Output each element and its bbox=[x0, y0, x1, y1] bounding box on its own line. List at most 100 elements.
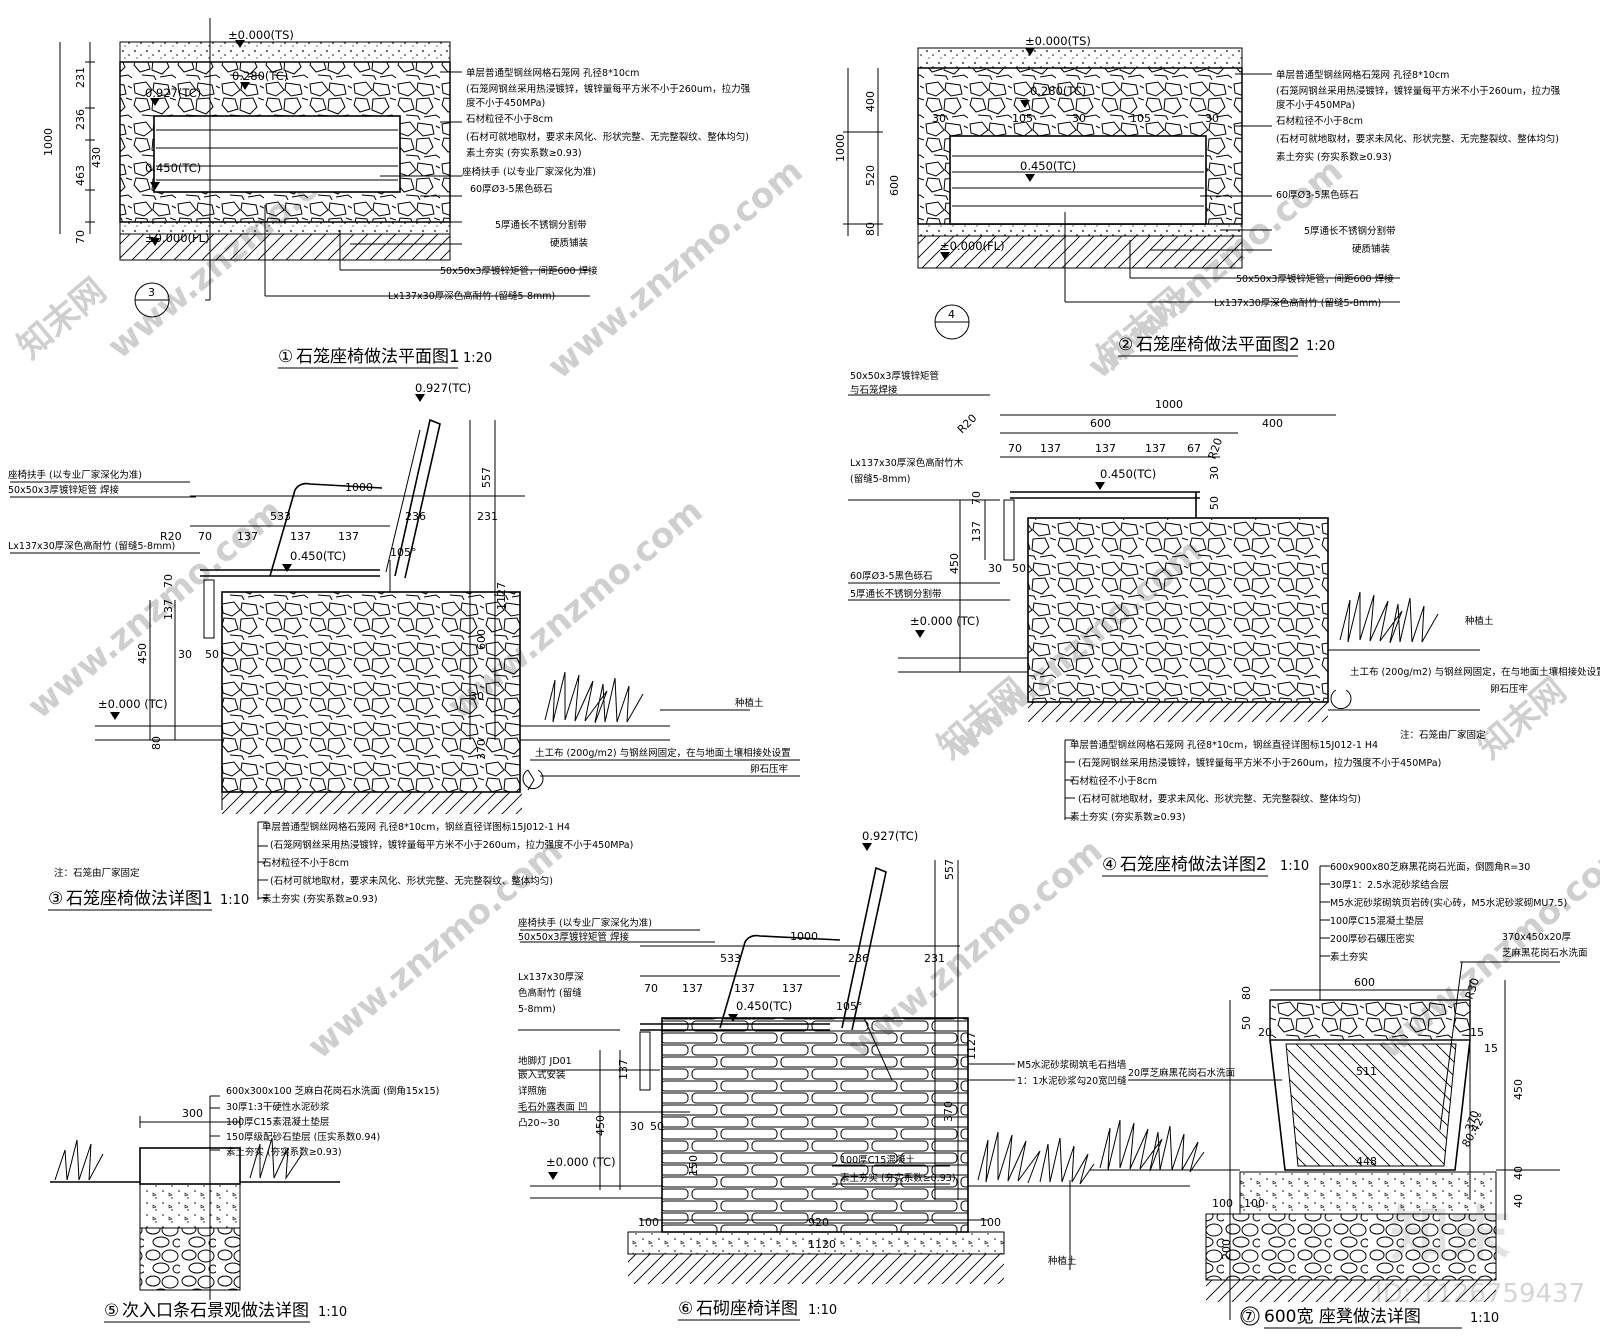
d3-bottom-note: (石材可就地取材，要求未风化、形状完整、无完整裂纹、整体均匀) bbox=[270, 875, 553, 887]
d4-dim: 30 bbox=[1208, 466, 1221, 480]
drawing-5-detail: 300 600x300x100 芝麻白花岗石水洗面 (倒角15x15) 30厚1… bbox=[50, 1085, 439, 1323]
d4-bottom-note: (石笼网钢丝采用热浸镀锌，镀锌量每平方米不小于260um，拉力强度不小于450M… bbox=[1078, 757, 1441, 769]
d1-dim: 70 bbox=[74, 230, 87, 244]
d6-dim: 105° bbox=[836, 1000, 863, 1013]
d7-note: 芝麻黑花岗石水洗面 bbox=[1502, 947, 1588, 959]
d1-note: 度不小于450MPa) bbox=[466, 97, 545, 109]
d3-title: 石笼座椅做法详图1 bbox=[66, 889, 213, 909]
d6-level: ±0.000 (TC) bbox=[546, 1155, 616, 1169]
d1-title: 石笼座椅做法平面图1 bbox=[296, 347, 460, 367]
d1-dim: 231 bbox=[74, 67, 87, 88]
d7-note: M5水泥砂浆砌筑页岩砖(实心砖，M5水泥砂浆砌MU7.5) bbox=[1330, 897, 1567, 909]
d4-left-note: (留缝5-8mm) bbox=[850, 473, 910, 485]
d3-level: 0.450(TC) bbox=[290, 549, 346, 563]
d1-note: 5厚通长不锈钢分割带 bbox=[495, 219, 587, 231]
d1-num: ① bbox=[278, 347, 293, 367]
d5-note: 素土夯实 (夯实系数≥0.93) bbox=[226, 1146, 342, 1158]
d4-dim: 30 bbox=[988, 562, 1002, 575]
d2-dim: 105 bbox=[1130, 112, 1151, 125]
watermark-brand: 知末网 bbox=[10, 271, 114, 367]
d3-bottom-note: 单层普通型钢丝网格石笼网 孔径8*10cm，钢丝直径详图标15J012-1 H4 bbox=[262, 821, 570, 833]
d1-note: 座椅扶手 (以专业厂家深化为准) bbox=[462, 166, 596, 178]
d2-dim: 30 bbox=[1072, 112, 1086, 125]
d4-dim: 50 bbox=[1012, 562, 1026, 575]
d6-dim: 70 bbox=[644, 982, 658, 995]
d3-bottom-note: (石笼网钢丝采用热浸镀锌，镀锌量每平方米不小于260um，拉力强度不小于450M… bbox=[270, 839, 633, 851]
d7-dim: 15 bbox=[1484, 1042, 1498, 1055]
d5-num: ⑤ bbox=[104, 1301, 119, 1321]
d5-note: 30厚1:3干硬性水泥砂浆 bbox=[226, 1101, 330, 1113]
d3-right-note: 土工布 (200g/m2) 与钢丝网固定，在与地面土壤相接处设置 bbox=[535, 747, 791, 759]
d2-dim: 80 bbox=[864, 222, 877, 236]
d7-dim: 448 bbox=[1356, 1155, 1377, 1168]
d2-level: ±0.000(TS) bbox=[1025, 34, 1091, 48]
d3-level: ±0.000 (TC) bbox=[98, 697, 168, 711]
d6-dim: 920 bbox=[808, 1216, 829, 1229]
d1-level: 0.450(TC) bbox=[145, 161, 201, 175]
drawing-3-detail: 0.927(TC) 0.450(TC) ±0.000 (TC) 1000 533… bbox=[8, 381, 800, 911]
d4-right-note: 注：石笼由厂家固定 bbox=[1400, 729, 1486, 741]
d3-num: ③ bbox=[48, 889, 63, 909]
d2-dim: 400 bbox=[864, 91, 877, 112]
d3-dim: 30 bbox=[470, 690, 484, 703]
d1-note: 石材粒径不小于8cm bbox=[466, 113, 553, 125]
drawing-4-detail: 0.450(TC) ±0.000 (TC) 1000 600 400 70 13… bbox=[848, 370, 1600, 877]
d2-level: 0.450(TC) bbox=[1020, 159, 1076, 173]
d3-right-note: 卵石压牢 bbox=[750, 763, 788, 775]
d7-dim: 600 bbox=[1354, 976, 1375, 989]
d1-note: Lx137x30厚深色高耐竹 (留缝5-8mm) bbox=[388, 290, 555, 302]
d4-num: ④ bbox=[1102, 855, 1117, 875]
d4-left-note: 5厚通长不锈钢分割带 bbox=[850, 588, 942, 600]
d2-note: (石笼网钢丝采用热浸镀锌，镀锌量每平方米不小于260um，拉力强 bbox=[1276, 85, 1561, 97]
d1-note: 50x50x3厚镀锌矩管，间距600 焊接 bbox=[440, 265, 598, 277]
d6-left-note: 地脚灯 JD01 bbox=[518, 1055, 572, 1067]
d5-note: 150厚级配砂石垫层 (压实系数0.94) bbox=[226, 1131, 380, 1143]
d2-dim: 105 bbox=[1012, 112, 1033, 125]
watermark-brand: 知末网 bbox=[1090, 281, 1194, 377]
d1-section-mark: 3 bbox=[148, 286, 155, 299]
d6-dim: 137 bbox=[682, 982, 703, 995]
d3-dim: 105° bbox=[390, 546, 417, 559]
d3-left-note: 座椅扶手 (以专业厂家深化为准) bbox=[8, 469, 142, 481]
d3-level: 0.927(TC) bbox=[415, 381, 471, 395]
d6-dim: 557 bbox=[943, 859, 956, 880]
d4-left-note: 60厚Ø3-5黑色砾石 bbox=[850, 570, 933, 582]
d4-dim: 137 bbox=[1040, 442, 1061, 455]
d7-dim: 80.42° bbox=[1459, 1111, 1489, 1150]
d7-dim: 100 bbox=[1244, 1197, 1265, 1210]
d3-scale: 1:10 bbox=[220, 893, 249, 908]
d3-dim: 236 bbox=[405, 510, 426, 523]
d1-dim: 463 bbox=[74, 165, 87, 186]
d4-left-note: 与石笼焊接 bbox=[850, 384, 898, 396]
d2-note: 单层普通型钢丝网格石笼网 孔径8*10cm bbox=[1276, 69, 1449, 81]
d3-right-note: 种植土 bbox=[735, 697, 764, 709]
d4-dim: 137 bbox=[970, 521, 983, 542]
d5-scale: 1:10 bbox=[318, 1305, 347, 1320]
d3-dim: 450 bbox=[136, 643, 149, 664]
d1-note: 60厚Ø3-5黑色砾石 bbox=[470, 183, 553, 195]
d3-dim: 137 bbox=[290, 530, 311, 543]
d4-scale: 1:10 bbox=[1280, 859, 1309, 874]
d7-note: 200厚砂石碾压密实 bbox=[1330, 933, 1415, 945]
drawing-1-plan: ±0.000(TS) 0.280(TC) 0.927(TC) 0.450(TC)… bbox=[42, 18, 751, 369]
d3-dim: 30 bbox=[178, 648, 192, 661]
d2-scale: 1:20 bbox=[1306, 339, 1335, 354]
d3-dim: 231 bbox=[477, 510, 498, 523]
d2-dim: 520 bbox=[864, 165, 877, 186]
d4-title: 石笼座椅做法详图2 bbox=[1120, 855, 1267, 875]
d4-dim: 50 bbox=[1208, 496, 1221, 510]
d7-dim: 80 bbox=[1240, 986, 1253, 1000]
d4-dim: 67 bbox=[1187, 442, 1201, 455]
drawing-2-plan: ±0.000(TS) 0.280(TC) 0.450(TC) ±0.000(FL… bbox=[834, 34, 1561, 357]
d4-right-note: 种植土 bbox=[1465, 615, 1494, 627]
d1-dim: 236 bbox=[74, 109, 87, 130]
d7-dim: 40 bbox=[1512, 1194, 1525, 1208]
d1-note: 单层普通型钢丝网格石笼网 孔径8*10cm bbox=[466, 67, 639, 79]
d1-scale: 1:20 bbox=[463, 351, 492, 366]
d2-note: (石材可就地取材，要求未风化、形状完整、无完整裂纹、整体均匀) bbox=[1276, 133, 1559, 145]
d4-dim: 137 bbox=[1095, 442, 1116, 455]
d3-dim: 137 bbox=[338, 530, 359, 543]
d6-dim: 1120 bbox=[808, 1238, 836, 1251]
d6-num: ⑥ bbox=[678, 1299, 693, 1319]
d3-dim: 70 bbox=[162, 574, 175, 588]
